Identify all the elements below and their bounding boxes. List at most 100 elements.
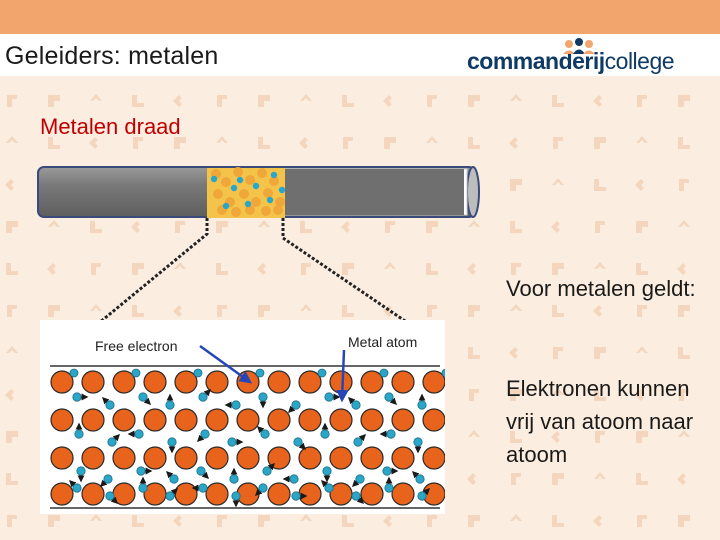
metal-atom (82, 409, 104, 431)
metal-atom (82, 447, 104, 469)
metal-atom (51, 447, 73, 469)
pattern-glyph (677, 473, 686, 485)
pattern-glyph (468, 515, 480, 527)
free-electron (325, 484, 333, 492)
metal-atom (330, 447, 352, 469)
pattern-glyph (510, 221, 522, 233)
metal-atom (82, 371, 104, 393)
pattern-glyph (383, 95, 392, 107)
metal-atom (175, 447, 197, 469)
free-electron (352, 492, 360, 500)
metal-atom (237, 409, 259, 431)
pattern-glyph (551, 221, 560, 233)
metal-atom (175, 371, 197, 393)
metal-atom (82, 483, 104, 505)
pattern-glyph (468, 305, 480, 317)
metal-atom (392, 371, 414, 393)
free-electron (166, 492, 174, 500)
free-electron (259, 393, 267, 401)
free-electron (259, 484, 267, 492)
free-electron (416, 475, 424, 483)
free-electron (380, 369, 388, 377)
wire-atom (221, 177, 231, 187)
free-electron (230, 475, 238, 483)
metal-atom (206, 483, 228, 505)
metal-atom (175, 483, 197, 505)
metal-atom (144, 371, 166, 393)
pattern-glyph (7, 515, 17, 527)
pattern-glyph (553, 347, 563, 359)
pattern-glyph (383, 515, 392, 527)
free-electron (318, 369, 326, 377)
pattern-glyph (258, 515, 270, 527)
wire-atom (239, 189, 249, 199)
metal-atom (330, 409, 352, 431)
wire-electron (231, 185, 237, 191)
pattern-glyph (678, 95, 690, 107)
metal-atom (175, 409, 197, 431)
free-electron (418, 401, 426, 409)
metal-atom (361, 483, 383, 505)
pattern-glyph (342, 515, 354, 527)
metal-atom (237, 483, 259, 505)
school-logo: commanderijcollege (465, 38, 655, 74)
pattern-glyph (595, 221, 605, 233)
metal-atom (51, 409, 73, 431)
metal-atom (268, 409, 290, 431)
metal-atom (299, 447, 321, 469)
pattern-glyph (637, 515, 647, 527)
pattern-glyph (343, 137, 353, 149)
pattern-glyph (469, 389, 479, 401)
pattern-glyph (6, 136, 18, 143)
metal-atom (268, 483, 290, 505)
free-electron (321, 430, 329, 438)
free-electron (354, 438, 362, 446)
pattern-glyph (510, 304, 522, 311)
body-paragraph-2: Elektronen kunnen vrij van atoom naar at… (506, 372, 706, 471)
pattern-glyph (552, 95, 564, 107)
wire-atom (257, 168, 267, 178)
free-electron (70, 369, 78, 377)
pattern-glyph (637, 305, 647, 317)
free-electron (385, 393, 393, 401)
pattern-glyph (636, 473, 648, 485)
pattern-glyph (300, 514, 312, 521)
pattern-glyph (552, 515, 564, 527)
pattern-glyph (467, 473, 476, 485)
free-electron (356, 475, 364, 483)
pattern-glyph (48, 515, 60, 527)
metal-atom (423, 483, 445, 505)
free-electron (75, 430, 83, 438)
free-electron (256, 369, 264, 377)
free-electron (194, 369, 202, 377)
pattern-glyph (636, 346, 648, 353)
wire-electron (279, 187, 285, 193)
metal-atom (330, 371, 352, 393)
pattern-glyph (6, 263, 18, 275)
free-electron (228, 438, 236, 446)
pattern-glyph (426, 136, 438, 143)
pattern-glyph (427, 515, 437, 527)
page-title: Geleiders: metalen (5, 42, 218, 71)
pattern-glyph (636, 136, 648, 143)
pattern-glyph (173, 515, 182, 527)
metal-atom (392, 447, 414, 469)
free-electron (199, 393, 207, 401)
pattern-glyph (552, 178, 564, 185)
free-electron (352, 401, 360, 409)
pattern-glyph (384, 137, 396, 149)
pattern-glyph (6, 346, 18, 353)
metal-atom (144, 447, 166, 469)
pattern-glyph (468, 137, 480, 149)
pattern-glyph (468, 95, 480, 107)
pattern-glyph (342, 95, 354, 107)
subtitle: Metalen draad (40, 114, 181, 140)
free-electron (197, 467, 205, 475)
wire-electron (271, 172, 277, 178)
pattern-glyph (90, 514, 102, 521)
metal-atom (113, 447, 135, 469)
pattern-glyph (467, 263, 476, 275)
pattern-glyph (636, 221, 648, 233)
free-electron (385, 484, 393, 492)
